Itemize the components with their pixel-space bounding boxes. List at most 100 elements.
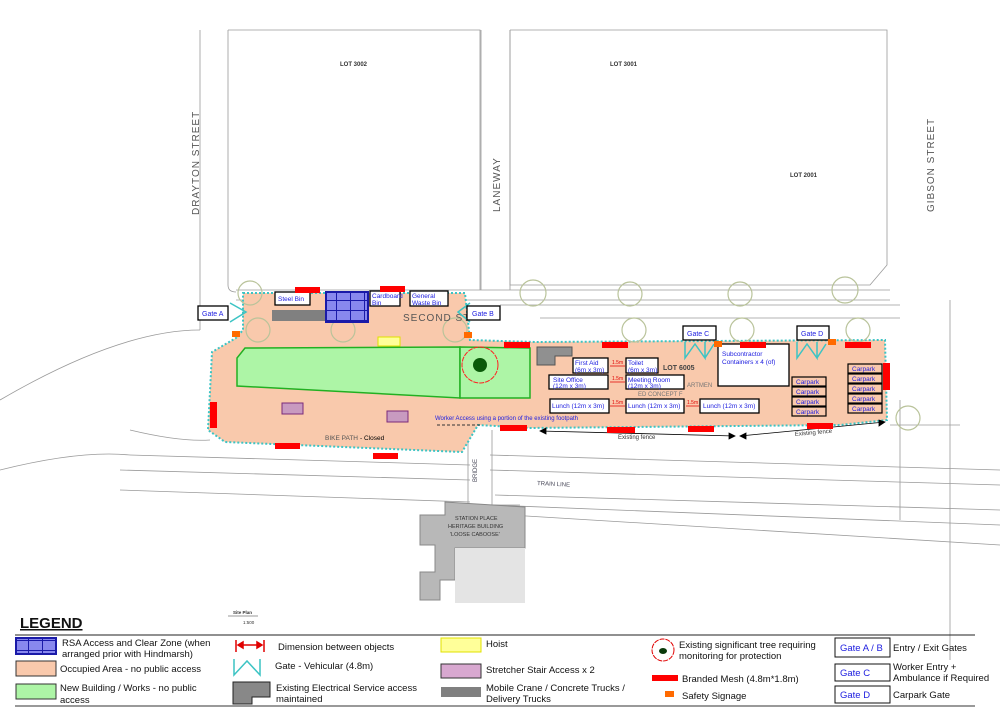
first-aid-building [572,357,609,374]
legend-new-building-label-2: access [60,695,90,706]
carpark-bay [847,403,883,414]
toilet-label: Toilet [628,360,643,367]
legend-gate-d-box-label: Gate D [840,690,870,701]
general-waste-bin-label-2: Waste Bin [412,300,442,307]
toilet-size: (6m x 3m) [628,367,657,374]
meeting-room-building [625,374,685,390]
toilet-building [625,357,659,374]
carpark-label: Carpark [796,399,820,406]
street-trees [237,276,921,431]
legend-gate-c-box-label: Gate C [840,668,870,679]
legend-occupied-label: Occupied Area - no public access [60,664,201,675]
first-aid-size: (6m x 3m) [575,367,604,374]
legend-gate-c-desc: Worker Entry + [893,662,957,673]
heritage-building [419,501,526,603]
carpark-label: Carpark [796,409,820,416]
lunch-label-1: Lunch (12m x 3m) [552,403,604,410]
legend-rsa-label: RSA Access and Clear Zone (when [62,638,210,649]
gate-d [796,325,830,341]
concept-label: ED CONCEPT F [638,392,683,398]
rsa-clear-zone [325,291,369,323]
existing-fence-label-2: Existing fence [795,429,833,438]
safety-signage [232,331,836,347]
cardboard-bin-label: Cardboard [372,293,403,300]
dimension-label: 1.5m [612,360,623,366]
legend-gate-d-box [834,685,891,704]
gate-a-label: Gate A [202,311,224,318]
legend-signage-swatch [665,691,674,697]
carpark-label: Carpark [796,389,820,396]
legend: LEGEND Site Plan 1:500 RSA Access and Cl… [15,610,989,707]
carpark-label: Carpark [852,376,876,383]
dimension-label: 1.5m [612,400,623,406]
heritage-line-1: STATION PLACE [455,516,498,522]
legend-electrical-label: Existing Electrical Service access [276,683,417,694]
carpark-label: Carpark [852,396,876,403]
gate-a [197,305,229,321]
legend-rsa-label-2: arranged prior with Hindmarsh) [62,649,193,660]
existing-fence-label: Existing fence [618,435,656,441]
carpark-label: Carpark [852,386,876,393]
laneway-label: LANEWAY [492,157,503,212]
stretcher-stair-2 [386,410,409,423]
bike-path-status: - Closed [360,435,385,442]
lot-3002-label: LOT 3002 [340,62,368,68]
significant-tree-icon [461,346,499,384]
gate-b [466,305,501,321]
gate-d-label: Gate D [801,331,823,338]
gibson-street-label: GIBSON STREET [926,118,937,212]
first-aid-label: First Aid [575,360,599,367]
vehicular-gate-icon [229,302,827,361]
legend-mesh-swatch [652,675,678,681]
branded-mesh-panels [210,286,890,459]
legend-hoist-swatch [440,637,482,653]
site-office-building [548,374,609,390]
legend-rsa-swatch [15,637,57,655]
gate-b-label: Gate B [472,311,494,318]
carpark-left-column: Carpark Carpark Carpark Carpark [791,376,827,417]
legend-mesh-label: Branded Mesh (4.8m*1.8m) [682,674,799,685]
site-office-label: Site Office [553,377,583,384]
lunch-building-2 [625,398,685,414]
lunch-label-3: Lunch (12m x 3m) [703,403,755,410]
scale-value: 1:500 [243,620,255,625]
hoist [377,336,401,347]
general-waste-bin [409,290,449,307]
legend-dimension-icon [235,640,265,652]
legend-gate-c-box [834,663,891,682]
legend-new-building-swatch [15,683,57,700]
subcontractor-containers [717,343,790,387]
new-building-works [236,346,461,399]
drayton-street-label: DRAYTON STREET [191,111,202,215]
carpark-label: Carpark [852,406,876,413]
legend-title: LEGEND [20,615,83,632]
carpark-bay [847,373,883,384]
legend-crane-swatch [441,687,481,697]
carpark-right-column: Carpark Carpark Carpark Carpark Carpark [847,363,883,414]
legend-stretcher-label: Stretcher Stair Access x 2 [486,665,595,676]
legend-gate-d-desc: Carpark Gate [893,690,950,701]
heritage-line-2: HERITAGE BUILDING [448,524,503,530]
legend-tree-label: Existing significant tree requiring [679,640,816,651]
lunch-label-2: Lunch (12m x 3m) [628,403,680,410]
legend-tree-icon [651,638,675,662]
lunch-building-3 [699,398,760,414]
carpark-bay [847,393,883,404]
train-line-label: TRAIN LINE [537,481,570,489]
carpark-bay [847,363,883,374]
second-street-label: SECOND ST [403,313,470,324]
legend-hoist-label: Hoist [486,639,508,650]
lot-3001-label: LOT 3001 [610,62,638,68]
carpark-label: Carpark [852,366,876,373]
scale-title: Site Plan [233,610,252,615]
legend-gate-c-desc-2: Ambulance if Required [893,673,989,684]
legend-gate-icon [233,659,261,677]
mobile-crane-area [272,310,327,321]
bridge-label: BRIDGE [473,459,479,482]
dimension-label: 1.5m [687,400,698,406]
gate-c-label: Gate C [687,331,709,338]
subcontractor-count: Containers x 4 (of) [722,359,775,366]
general-waste-bin-label: General [412,293,436,300]
steel-bin-label: Steel Bin [278,296,304,303]
